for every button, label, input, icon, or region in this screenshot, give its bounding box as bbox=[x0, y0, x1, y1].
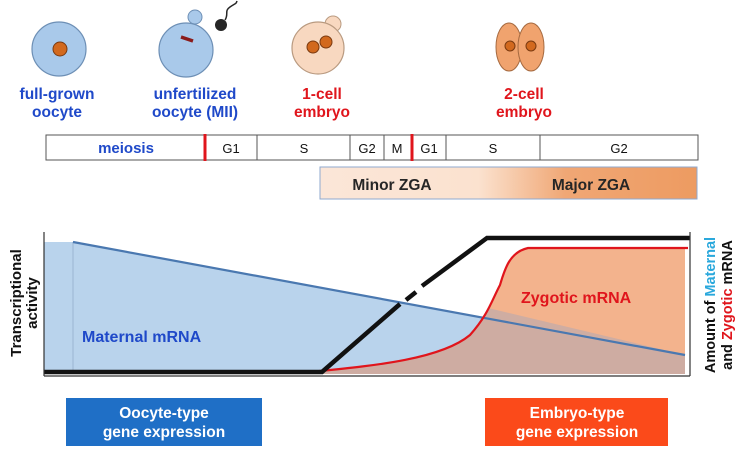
major-zga-label: Major ZGA bbox=[552, 177, 630, 194]
cell-unfertilized-oocyte bbox=[158, 0, 238, 78]
maternal-mrna-label: Maternal mRNA bbox=[82, 329, 202, 346]
oocyte-box-line2: gene expression bbox=[103, 424, 225, 441]
stage-label-line1: 2-cell bbox=[504, 86, 544, 103]
cell-cycle-bar: meiosis G1 S G2 M G1 S G2 bbox=[45, 134, 699, 161]
svg-text:and Zygotic mRNA: and Zygotic mRNA bbox=[720, 240, 736, 370]
right-axis-label: Amount of Maternal and Zygotic mRNA bbox=[703, 237, 736, 373]
stage-label-line2: embryo bbox=[294, 104, 350, 121]
phase-label: G1 bbox=[420, 141, 437, 156]
stage-label-line1: unfertilized bbox=[154, 86, 237, 103]
stage-label-line2: oocyte (MII) bbox=[152, 104, 238, 121]
phase-label: S bbox=[300, 141, 309, 156]
stage-label-line1: 1-cell bbox=[302, 86, 342, 103]
cell-1-cell-embryo bbox=[291, 15, 345, 75]
oocyte-box-line1: Oocyte-type bbox=[119, 405, 209, 422]
right-axis-label-zygotic: Zygotic bbox=[720, 288, 736, 340]
zga-bar: Minor ZGA Major ZGA bbox=[319, 166, 698, 200]
stage-label-line2: embryo bbox=[496, 104, 552, 121]
transcription-plot: Maternal mRNA Zygotic mRNA bbox=[43, 232, 691, 377]
phase-label: M bbox=[392, 141, 403, 156]
maternal-mrna-line bbox=[72, 240, 686, 357]
phase-label: G2 bbox=[358, 141, 375, 156]
stage-label-line2: oocyte bbox=[32, 104, 82, 121]
right-axis-label-suffix: mRNA bbox=[720, 240, 736, 289]
phase-label: S bbox=[489, 141, 498, 156]
meiosis-label: meiosis bbox=[98, 140, 154, 157]
right-axis-label-maternal: Maternal bbox=[703, 237, 719, 297]
stage-label-line1: full-grown bbox=[20, 86, 95, 103]
embryo-box-line1: Embryo-type bbox=[530, 405, 625, 422]
phase-label: G2 bbox=[610, 141, 627, 156]
embryo-box-line2: gene expression bbox=[516, 424, 638, 441]
cell-2-cell-embryo bbox=[495, 22, 545, 72]
phase-label: G1 bbox=[222, 141, 239, 156]
transcriptional-activity-line bbox=[44, 302, 402, 375]
right-axis-label-and: and bbox=[720, 340, 736, 370]
minor-zga-label: Minor ZGA bbox=[352, 177, 431, 194]
oocyte-expression-box: Oocyte-type gene expression bbox=[66, 398, 262, 446]
svg-text:Amount of Maternal: Amount of Maternal bbox=[703, 237, 719, 373]
embryo-expression-box: Embryo-type gene expression bbox=[485, 398, 668, 446]
zygotic-mrna-line bbox=[309, 246, 688, 374]
zygotic-mrna-label: Zygotic mRNA bbox=[521, 290, 632, 307]
cell-full-grown-oocyte bbox=[31, 21, 87, 77]
left-axis-label-line2: activity bbox=[24, 276, 41, 328]
left-axis-label-line1: Transcriptional bbox=[8, 249, 25, 357]
right-axis-label-prefix: Amount of bbox=[703, 297, 719, 374]
sperm-icon bbox=[215, 0, 238, 31]
